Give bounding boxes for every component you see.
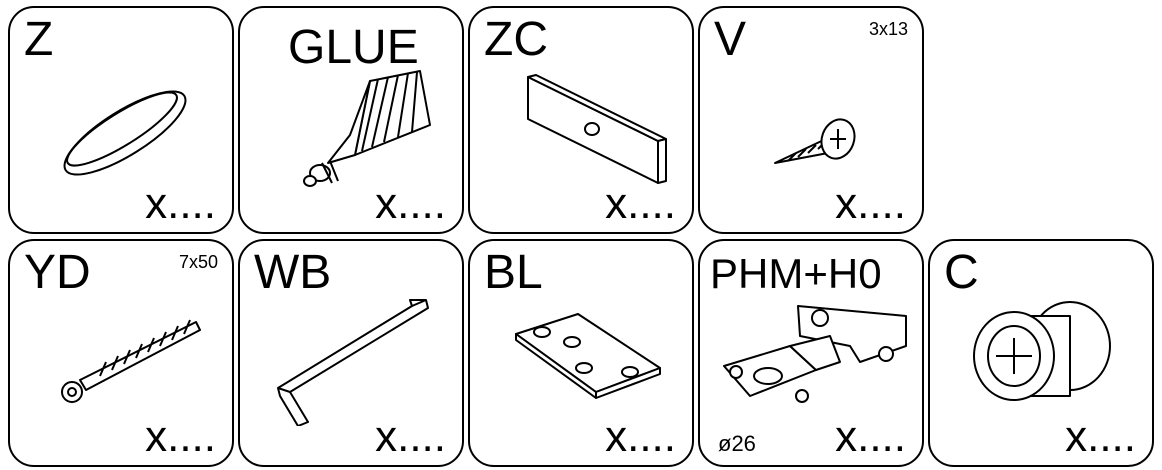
part-card-z: Z x.... [8,6,234,234]
part-code: C [944,246,979,299]
part-code: WB [254,246,332,299]
hinge-icon [723,305,907,403]
size-label: 3x13 [868,19,908,39]
glue-tube-icon [303,70,431,187]
quantity-field[interactable]: x.... [835,179,906,228]
mending-plate-icon [515,313,661,399]
part-code: Z [24,13,54,66]
biscuit-icon [63,90,187,176]
quantity-field[interactable]: x.... [145,412,216,461]
screw-icon [774,118,856,164]
long-screw-icon [61,319,201,403]
diameter-label: ø26 [718,431,756,456]
part-code: ZC [484,13,548,66]
part-card-yd: YD 7x50 x.... [8,239,234,467]
part-code: V [714,13,747,66]
part-card-wb: WB x.... [238,239,464,467]
part-card-bl: BL x.... [468,239,694,467]
size-label: 7x50 [178,252,218,272]
part-card-c: C x.... [928,239,1154,467]
quantity-field[interactable]: x.... [605,412,676,461]
plate-icon [527,74,667,184]
part-card-zc: ZC x.... [468,6,694,234]
quantity-field[interactable]: x.... [375,179,446,228]
cam-lock-icon [973,301,1111,401]
quantity-field[interactable]: x.... [145,179,216,228]
quantity-field[interactable]: x.... [835,412,906,461]
part-card-glue: GLUE x.... [238,6,464,234]
part-card-phm-h0: PHM+H0 ø26 x.... [698,239,924,467]
part-code: BL [484,246,543,299]
quantity-field[interactable]: x.... [605,179,676,228]
part-card-v: V 3x13 x.... [698,6,924,234]
part-code: GLUE [288,21,419,74]
quantity-field[interactable]: x.... [375,412,446,461]
part-code: PHM+H0 [710,250,882,297]
quantity-field[interactable]: x.... [1065,412,1136,461]
part-code: YD [24,246,91,299]
allen-key-icon [277,299,429,426]
